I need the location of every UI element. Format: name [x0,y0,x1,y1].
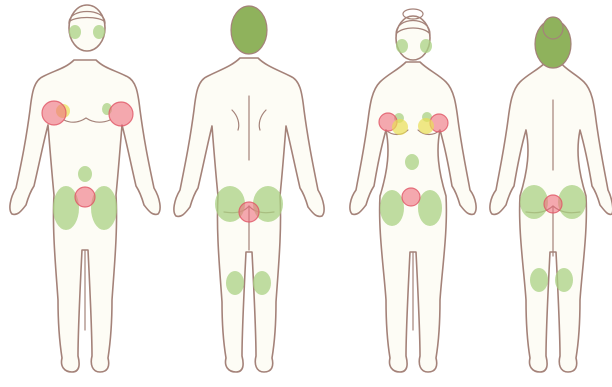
red-zone-30 [544,195,562,213]
female-back-figure [490,17,612,372]
red-zone-13 [239,202,259,222]
yellow-zone-23 [418,118,434,134]
green-zone-32 [555,268,573,292]
male-back-head-hair [231,6,267,54]
red-zone-10 [75,187,95,207]
female-back-hair-bun [543,17,563,39]
green-zone-24 [405,154,419,170]
red-zone-6 [109,102,133,126]
green-zone-7 [78,166,92,182]
green-zone-15 [253,271,271,295]
green-zone-26 [418,190,442,226]
male-back-figure [174,6,324,372]
green-zone-31 [530,268,548,292]
green-zone-25 [380,190,404,226]
green-zone-16 [396,39,408,53]
green-zone-17 [420,39,432,53]
green-zone-2 [93,25,105,39]
female-front-head [396,16,430,60]
female-back-body [490,62,612,372]
yellow-zone-22 [392,119,408,135]
green-zone-1 [69,25,81,39]
green-zone-9 [91,186,117,230]
green-zone-8 [53,186,79,230]
red-zone-5 [42,101,66,125]
red-zone-27 [402,188,420,206]
green-zone-14 [226,271,244,295]
